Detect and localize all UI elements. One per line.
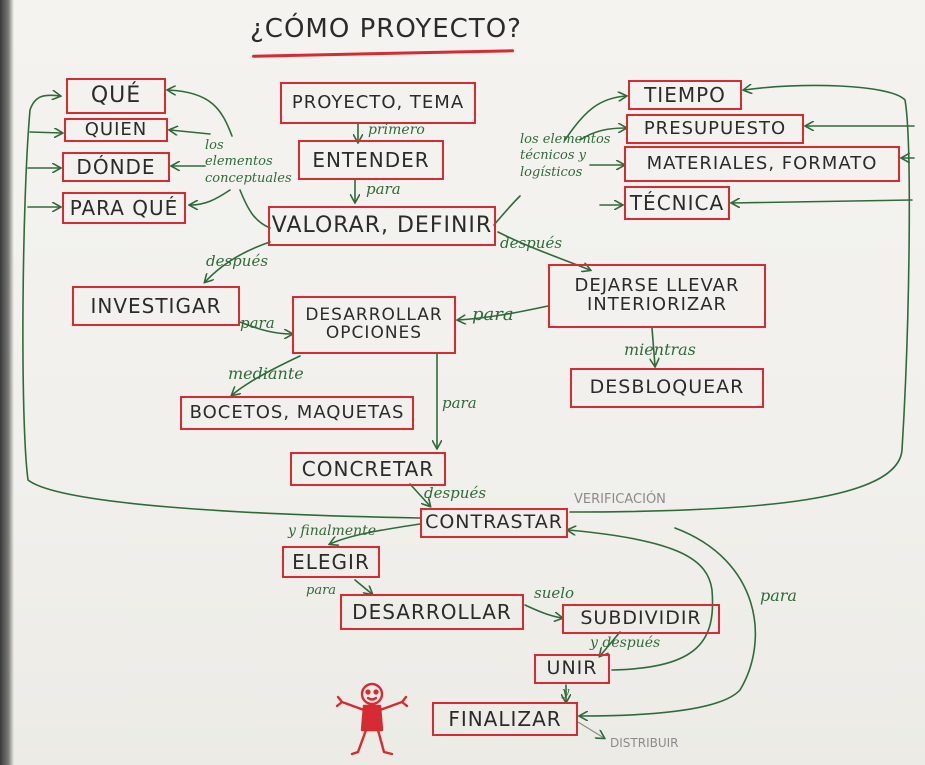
label-y-despues: y después	[590, 635, 661, 651]
arrow-elegir-to-desarrollar	[354, 579, 372, 594]
label-despues-dejarse: después	[500, 234, 563, 252]
node-desbloquear: DESBLOQUEAR	[570, 368, 764, 408]
arrow-dejarse-to-desbloquear	[652, 327, 655, 366]
label-despues-contrastar: después	[424, 484, 487, 502]
node-unir: UNIR	[534, 654, 610, 684]
node-proyecto-tema: PROYECTO, TEMA	[280, 82, 476, 124]
node-donde: DÓNDE	[62, 152, 170, 182]
node-quien: QUIEN	[64, 118, 168, 142]
node-contrastar: CONTRASTAR	[420, 508, 568, 538]
stick-figure-icon	[335, 682, 409, 756]
loop-right-to-tecnica	[732, 200, 913, 203]
node-desarrollar: DESARROLLAR	[340, 594, 524, 630]
node-dejarse-llevar: DEJARSE LLEVAR INTERIORIZAR	[548, 264, 766, 328]
label-para-dejarse: para	[472, 304, 514, 325]
loop-left	[22, 95, 421, 519]
node-tiempo: TIEMPO	[628, 80, 742, 110]
arrow-concretar-to-contrastar	[409, 483, 430, 506]
node-tecnica: TÉCNICA	[624, 186, 730, 220]
label-mediante: mediante	[228, 364, 304, 383]
node-presupuesto: PRESUPUESTO	[626, 114, 804, 144]
label-para-concretar: para	[442, 394, 477, 412]
node-concretar: CONCRETAR	[290, 452, 446, 486]
paper-edge-shadow	[0, 0, 14, 765]
label-primero: primero	[368, 122, 425, 138]
loop-verificacion-to-finalizar	[580, 527, 757, 716]
label-despues-investigar: después	[206, 252, 269, 270]
line-conceptual-to-valorar	[239, 189, 271, 229]
label-para-entender: para	[366, 180, 401, 198]
node-investigar: INVESTIGAR	[72, 286, 240, 326]
label-elementos-tecnicos: los elementos técnicos y logísticos	[520, 132, 611, 180]
arrow-investigar-to-desarrollar	[239, 321, 292, 334]
arrow-dejarse-to-desarrollar	[458, 305, 549, 320]
arrow-conceptual-to-paraque	[190, 189, 231, 205]
arrow-conceptual-to-quien	[170, 130, 211, 134]
node-entender: ENTENDER	[298, 140, 444, 180]
arrow-opciones-to-bocetos	[232, 355, 301, 395]
loop-unir-to-contrastar	[568, 530, 714, 671]
label-para-investigar: para	[240, 314, 275, 332]
label-y: y	[562, 685, 570, 700]
node-materiales-formato: MATERIALES, FORMATO	[624, 146, 900, 182]
arrow-conceptual-to-que	[168, 90, 233, 137]
arrow-tec-to-presupuesto	[579, 128, 626, 141]
label-verificacion: VERIFICACIÓN	[574, 492, 666, 507]
arrow-finalizar-to-distribuir	[577, 721, 604, 738]
node-que: QUÉ	[66, 78, 166, 114]
node-para-que: PARA QUÉ	[62, 192, 186, 224]
arrow-desarrollar-to-subdividir	[524, 604, 562, 618]
arrow-subdividir-to-unir	[600, 631, 621, 656]
node-bocetos-maquetas: BOCETOS, MAQUETAS	[180, 396, 414, 430]
label-para-loop: para	[760, 586, 797, 605]
arrow-valorar-to-dejarse	[497, 231, 590, 270]
arrow-tec-to-tiempo	[564, 96, 626, 141]
label-suelo: suelo	[534, 584, 575, 602]
arrow-valorar-to-investigar	[205, 241, 271, 282]
node-valorar-definir: VALORAR, DEFINIR	[268, 206, 496, 246]
label-para-desarrollar: para	[306, 583, 337, 598]
node-subdividir: SUBDIVIDIR	[562, 604, 720, 634]
node-elegir: ELEGIR	[282, 546, 380, 578]
loop-right	[569, 85, 911, 513]
node-finalizar: FINALIZAR	[432, 702, 578, 736]
label-distribuir: DISTRIBUIR	[610, 736, 679, 750]
label-y-finalmente: y finalmente	[288, 523, 377, 539]
label-elementos-conceptuales: los elementos conceptuales	[205, 138, 292, 186]
node-desarrollar-opciones: DESARROLLAR OPCIONES	[292, 296, 456, 354]
page-title: ¿CÓMO PROYECTO?	[250, 14, 522, 44]
label-mientras: mientras	[624, 340, 696, 359]
loop-left-to-quien	[29, 132, 62, 133]
line-tec-to-valorar	[493, 195, 521, 226]
arrow-contrastar-to-elegir	[330, 523, 421, 544]
